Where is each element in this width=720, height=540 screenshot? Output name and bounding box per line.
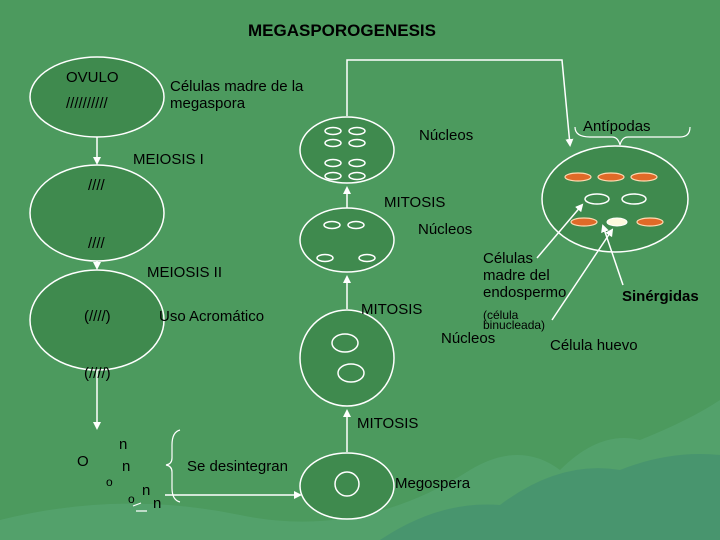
four-nucleate-nuclei — [316, 220, 376, 263]
label-antipodas: Antípodas — [583, 118, 651, 135]
binucleate-nucleus-top — [331, 333, 359, 353]
label-nucleos-top: Núcleos — [419, 127, 474, 144]
label-megospera: Megospera — [395, 475, 471, 492]
label-o-big: O — [77, 453, 89, 470]
label-celulas-madre-endospermo: Células madre del endospermo — [483, 250, 567, 301]
label-uso-acromatico: Uso Acromático — [159, 308, 265, 325]
label-nucleos-middle: Núcleos — [418, 221, 473, 238]
eight-nucleate-cell — [299, 116, 395, 184]
label-mitosis-bottom: MITOSIS — [357, 415, 419, 432]
label-nucleos-bottom: Núcleos — [441, 330, 496, 347]
label-meiosis-2: MEIOSIS II — [147, 264, 223, 281]
label-ovulo-marks: ////////// — [66, 95, 108, 112]
megaspore-nucleus — [334, 471, 360, 497]
binucleate-cell — [299, 309, 395, 407]
label-celula-huevo: Célula huevo — [550, 337, 638, 354]
arrow-endosperm-label — [536, 203, 584, 259]
binucleate-nucleus-bottom — [337, 363, 365, 383]
four-nucleate-cell — [299, 207, 395, 273]
tetrad-bracket — [165, 429, 181, 503]
label-n-1: n — [119, 436, 128, 453]
label-n-4: n — [153, 495, 162, 512]
diagram-title: MEGASPOROGENESIS — [248, 21, 436, 40]
antipodas-brace — [574, 126, 691, 146]
egg-cell-nucleus — [606, 217, 628, 227]
megaspore-cell — [299, 452, 395, 520]
arrow-egg-label — [551, 228, 614, 321]
label-sinergidas: Sinérgidas — [622, 288, 699, 305]
label-mitosis-upper: MITOSIS — [384, 194, 446, 211]
label-marks-paren-a: (////) — [84, 308, 111, 325]
label-meiosis-1: MEIOSIS I — [133, 151, 204, 168]
arrow-sinergidas-label — [601, 224, 624, 286]
label-n-2: n — [122, 458, 131, 475]
label-ovulo: OVULO — [66, 69, 119, 86]
central-nuclei — [584, 193, 647, 205]
tetrad-dashes — [132, 502, 147, 512]
label-mitosis-middle: MITOSIS — [361, 301, 423, 318]
antipodal-nuclei — [564, 172, 664, 227]
label-celulas-madre: Células madre de la megaspora — [170, 78, 304, 112]
label-n-3: n — [142, 482, 151, 499]
label-celula-binucleada: (célula binucleada) — [483, 308, 546, 332]
label-marks-paren-b: (////) — [84, 365, 111, 382]
embryo-sac-cell — [541, 145, 689, 253]
label-marks-4a: //// — [88, 177, 105, 194]
label-se-desintegran: Se desintegran — [187, 458, 288, 475]
label-o-small-2: o — [128, 492, 135, 506]
arrow-to-embryo-sac — [346, 59, 574, 147]
label-o-small-1: o — [106, 475, 113, 489]
eight-nucleate-nuclei — [324, 126, 366, 181]
label-marks-4b: //// — [88, 235, 105, 252]
